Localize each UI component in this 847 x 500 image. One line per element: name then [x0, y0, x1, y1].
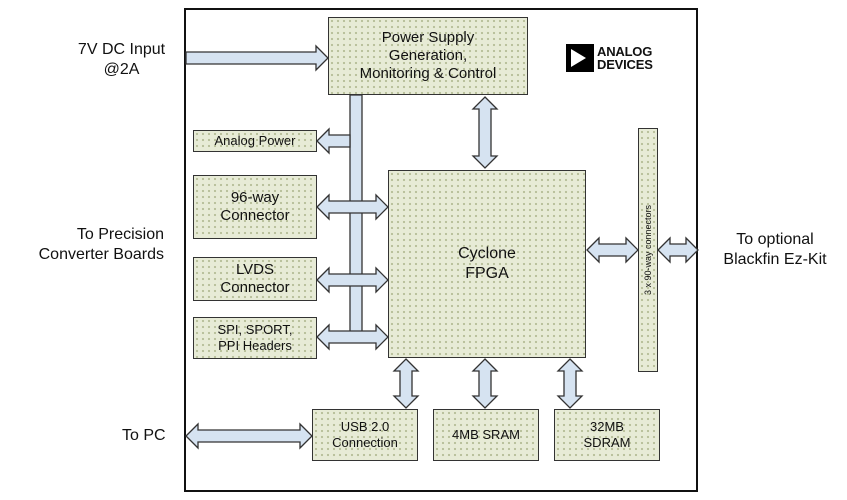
blackfin-label: To optional Blackfin Ez-Kit — [706, 230, 844, 270]
pc-usb-arrow — [185, 422, 313, 450]
lvds-connector-block: LVDS Connector — [193, 257, 317, 301]
spi-sport-ppi-block: SPI, SPORT, PPI Headers — [193, 317, 317, 359]
power-fpga-arrow — [471, 96, 499, 169]
fpga-vconn-arrow — [586, 236, 639, 264]
fpga-usb-arrow — [392, 358, 420, 409]
power-input-arrow — [185, 44, 329, 72]
vconn-blackfin-arrow — [657, 236, 699, 264]
analog-devices-logo: ANALOG DEVICES — [566, 44, 653, 72]
blackfin-line2: Blackfin Ez-Kit — [723, 251, 827, 268]
logo-line2: DEVICES — [597, 57, 653, 72]
conn96-line1: 96-way — [230, 189, 280, 206]
logo-text: ANALOG DEVICES — [597, 45, 653, 71]
vertical-connectors-block: 3 x 90-way connectors — [638, 128, 658, 372]
sdram-block: 32MB SDRAM — [554, 409, 660, 461]
spi-line1: SPI, SPORT, — [217, 322, 293, 337]
analog-power-arrow — [316, 127, 351, 155]
conn96-line2: Connector — [220, 207, 290, 224]
power-supply-line1: Power Supply — [381, 29, 475, 46]
power-bus-line — [349, 94, 363, 339]
power-supply-block: Power Supply Generation, Monitoring & Co… — [328, 17, 528, 95]
usb-line2: Connection — [332, 435, 398, 450]
analog-devices-logo-icon — [566, 44, 594, 72]
precision-line2: Converter Boards — [38, 246, 164, 263]
power-input-label: 7V DC Input @2A — [64, 40, 179, 80]
lvds-line1: LVDS — [235, 261, 275, 278]
connector-96-way-block: 96-way Connector — [193, 175, 317, 239]
fpga-line1: Cyclone — [458, 245, 516, 262]
sram-block: 4MB SRAM — [433, 409, 539, 461]
precision-boards-label: To Precision Converter Boards — [2, 225, 164, 265]
fpga-sdram-arrow — [556, 358, 584, 409]
fpga-sram-arrow — [471, 358, 499, 409]
usb-line1: USB 2.0 — [340, 419, 390, 434]
lvds-line2: Connector — [220, 279, 290, 296]
sdram-line2: SDRAM — [583, 435, 631, 450]
power-supply-line3: Monitoring & Control — [359, 65, 497, 82]
analog-power-block: Analog Power — [193, 130, 317, 152]
fpga-line2: FPGA — [465, 265, 509, 282]
power-input-line2: @2A — [103, 61, 140, 78]
spi-line2: PPI Headers — [218, 338, 292, 353]
sdram-line1: 32MB — [590, 419, 624, 434]
precision-line1: To Precision — [76, 226, 164, 243]
cyclone-fpga-block: Cyclone FPGA — [388, 170, 586, 358]
power-input-line1: 7V DC Input — [77, 41, 166, 58]
blackfin-line1: To optional — [736, 231, 814, 248]
logo-line1: ANALOG — [597, 44, 653, 59]
vertical-connectors-label: 3 x 90-way connectors — [643, 204, 653, 296]
power-supply-line2: Generation, — [388, 47, 468, 64]
usb-connection-block: USB 2.0 Connection — [312, 409, 418, 461]
to-pc-label: To PC — [122, 427, 166, 444]
